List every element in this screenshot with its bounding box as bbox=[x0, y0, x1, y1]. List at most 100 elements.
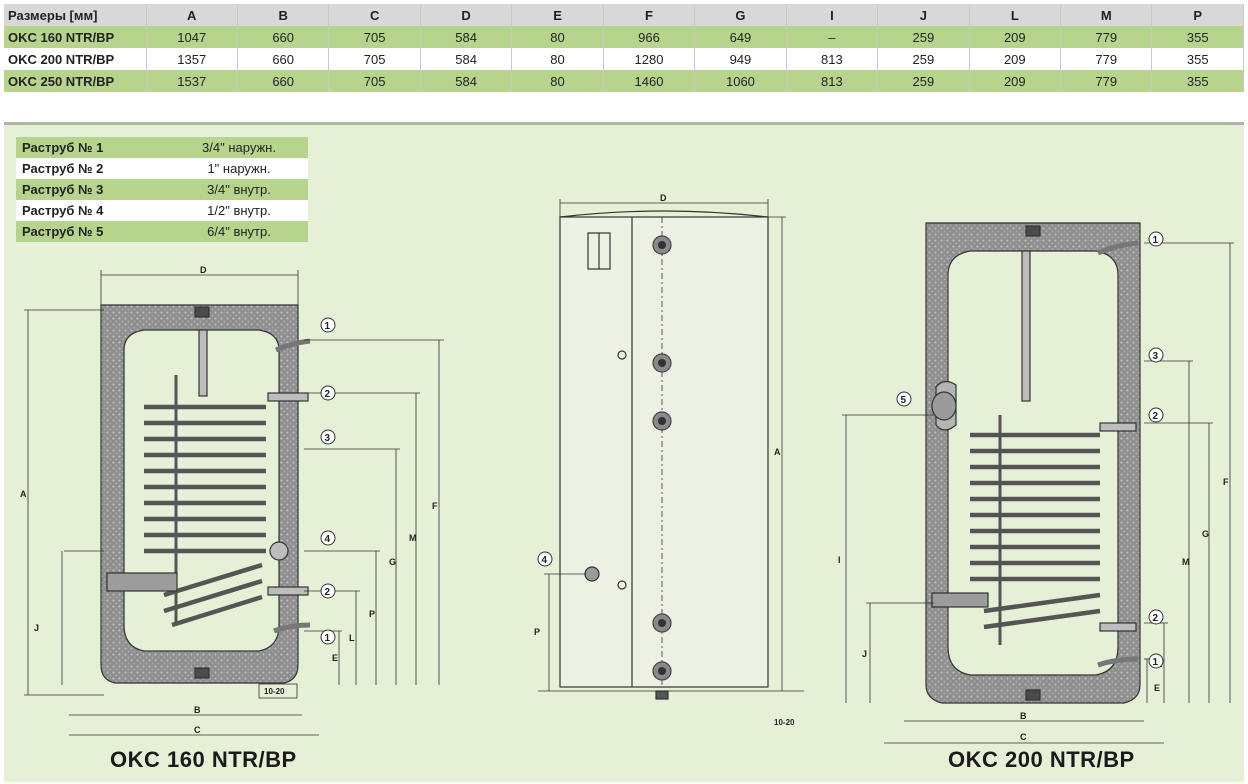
r-dim-label-b: B bbox=[1020, 711, 1027, 721]
table-row: OKC 200 NTR/BP 1357 660 705 584 80 1280 … bbox=[4, 48, 1244, 70]
table-cell: 705 bbox=[328, 70, 421, 92]
middle-dimension-lines bbox=[538, 199, 804, 692]
dim-label-f: F bbox=[432, 501, 438, 511]
table-cell: 779 bbox=[1060, 26, 1153, 48]
header-cell: P bbox=[1151, 4, 1244, 26]
r-port-marker-3: 3 bbox=[1153, 351, 1159, 362]
table-cell: 355 bbox=[1151, 48, 1244, 70]
table-cell: – bbox=[786, 26, 879, 48]
port-marker-4: 4 bbox=[325, 534, 331, 545]
caption-left-model: OKC 160 NTR/BP bbox=[110, 747, 297, 772]
dim-label-l: L bbox=[349, 633, 355, 643]
table-cell: 584 bbox=[420, 70, 513, 92]
table-cell: 209 bbox=[969, 26, 1062, 48]
port-marker-1b: 1 bbox=[325, 633, 331, 644]
port-marker-2b: 2 bbox=[325, 587, 331, 598]
table-cell: 1537 bbox=[146, 70, 238, 92]
connection-value: 1" наружн. bbox=[170, 158, 308, 179]
dim-label-d: D bbox=[200, 265, 207, 275]
technical-drawing: D A B C 10-20 F M G P L E J 1 2 3 4 2 1 bbox=[20, 193, 1234, 744]
dim-label-j: J bbox=[34, 623, 39, 633]
table-cell: 813 bbox=[786, 48, 879, 70]
table-cell: 80 bbox=[511, 70, 604, 92]
table-row: Раструб № 1 3/4" наружн. bbox=[16, 137, 308, 158]
left-port-markers: 1 2 3 4 2 1 bbox=[320, 317, 336, 645]
connection-value: 3/4" внутр. bbox=[170, 179, 308, 200]
dim-label-g: G bbox=[389, 557, 396, 567]
left-dimension-lines bbox=[24, 270, 444, 736]
table-cell: 80 bbox=[511, 26, 604, 48]
dim-label-e: E bbox=[332, 653, 338, 663]
table-row: OKC 160 NTR/BP 1047 660 705 584 80 966 6… bbox=[4, 26, 1244, 48]
header-cell: B bbox=[237, 4, 330, 26]
table-cell: 80 bbox=[511, 48, 604, 70]
r-dim-label-e: E bbox=[1154, 683, 1160, 693]
port-marker-2: 2 bbox=[325, 389, 331, 400]
header-cell: J bbox=[877, 4, 970, 26]
table-cell: 209 bbox=[969, 48, 1062, 70]
r-dim-label-j: J bbox=[862, 649, 867, 659]
connection-value: 3/4" наружн. bbox=[170, 137, 308, 158]
table-cell: 660 bbox=[237, 26, 330, 48]
table-cell: 649 bbox=[694, 26, 787, 48]
r-dim-label-m: M bbox=[1182, 557, 1190, 567]
middle-dimension-text: D A P 10-20 4 bbox=[534, 193, 795, 727]
port-marker-3: 3 bbox=[325, 433, 331, 444]
table-row: Раструб № 3 3/4" внутр. bbox=[16, 179, 308, 200]
header-cell: G bbox=[694, 4, 787, 26]
r-port-marker-1: 1 bbox=[1153, 235, 1159, 246]
header-cell: L bbox=[969, 4, 1062, 26]
caption-right-model: OKC 200 NTR/BP bbox=[948, 747, 1135, 772]
dimensions-table: Размеры [мм] A B C D E F G I J L M P OKC… bbox=[4, 4, 1244, 92]
mid-dim-label-gap: 10-20 bbox=[774, 718, 795, 727]
dim-label-b: B bbox=[194, 705, 201, 715]
header-cell: M bbox=[1060, 4, 1153, 26]
table-cell: 779 bbox=[1060, 48, 1153, 70]
table-cell: 1280 bbox=[603, 48, 696, 70]
table-cell: 813 bbox=[786, 70, 879, 92]
header-cell: I bbox=[786, 4, 879, 26]
table-cell: 779 bbox=[1060, 70, 1153, 92]
connection-value: 1/2" внутр. bbox=[170, 200, 308, 221]
drawing-panel: D A B C 10-20 F M G P L E J 1 2 3 4 2 1 bbox=[4, 122, 1244, 782]
middle-tank-drawing bbox=[559, 210, 769, 700]
connection-label: Раструб № 3 bbox=[16, 179, 170, 200]
r-port-marker-2b: 2 bbox=[1153, 613, 1159, 624]
r-dim-label-f: F bbox=[1223, 477, 1229, 487]
dim-label-c: C bbox=[194, 725, 201, 735]
header-cell: Размеры [мм] bbox=[4, 4, 147, 26]
dim-label-a: A bbox=[20, 489, 27, 499]
right-port-markers: 1 3 5 2 2 1 bbox=[896, 231, 1164, 669]
table-cell: 259 bbox=[877, 70, 970, 92]
model-cell: OKC 250 NTR/BP bbox=[4, 70, 147, 92]
table-cell: 584 bbox=[420, 48, 513, 70]
table-cell: 259 bbox=[877, 26, 970, 48]
mid-dim-label-d: D bbox=[660, 193, 667, 203]
r-dim-label-c: C bbox=[1020, 732, 1027, 742]
right-tank-drawing bbox=[925, 222, 1141, 704]
mid-port-marker-4: 4 bbox=[542, 555, 548, 566]
table-row: OKC 250 NTR/BP 1537 660 705 584 80 1460 … bbox=[4, 70, 1244, 92]
table-cell: 1060 bbox=[694, 70, 787, 92]
table-cell: 1357 bbox=[146, 48, 238, 70]
table-row: Раструб № 2 1" наружн. bbox=[16, 158, 308, 179]
table-cell: 355 bbox=[1151, 70, 1244, 92]
model-cell: OKC 200 NTR/BP bbox=[4, 48, 147, 70]
model-cell: OKC 160 NTR/BP bbox=[4, 26, 147, 48]
table-row: Раструб № 5 6/4" внутр. bbox=[16, 221, 308, 242]
table-cell: 705 bbox=[328, 26, 421, 48]
connections-table: Раструб № 1 3/4" наружн. Раструб № 2 1" … bbox=[16, 137, 308, 242]
left-dimension-text: D A B C 10-20 F M G P L E J bbox=[20, 265, 438, 735]
table-cell: 1047 bbox=[146, 26, 238, 48]
table-cell: 584 bbox=[420, 26, 513, 48]
r-dim-label-i: I bbox=[838, 555, 841, 565]
table-cell: 705 bbox=[328, 48, 421, 70]
left-tank-drawing bbox=[100, 304, 311, 684]
table-cell: 259 bbox=[877, 48, 970, 70]
r-port-marker-2: 2 bbox=[1153, 411, 1159, 422]
dim-label-p: P bbox=[369, 609, 375, 619]
header-cell: F bbox=[603, 4, 696, 26]
right-dimension-lines bbox=[842, 242, 1234, 744]
mid-dim-label-a: A bbox=[774, 447, 781, 457]
r-port-marker-5: 5 bbox=[901, 395, 907, 406]
